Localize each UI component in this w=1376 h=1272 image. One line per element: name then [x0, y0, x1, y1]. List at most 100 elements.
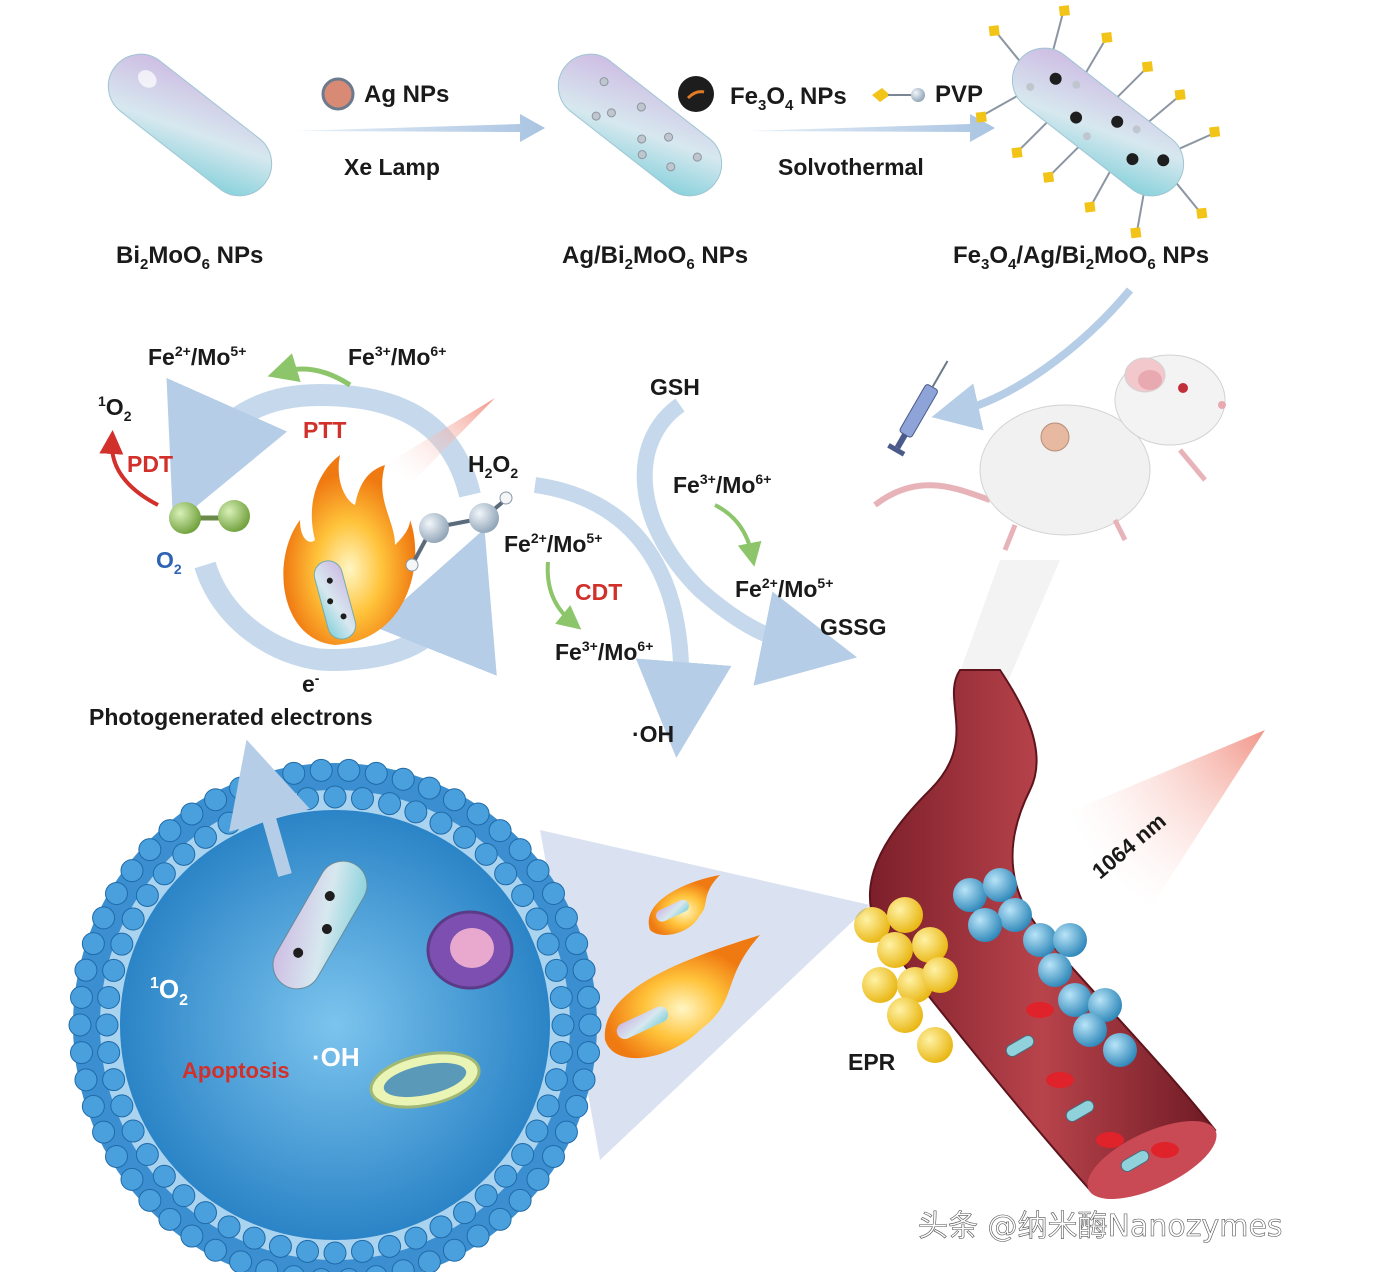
mouse-illustration: [873, 354, 1226, 551]
flaming-nanorod-1: [648, 875, 720, 935]
bimoo6-nanorod: [107, 53, 273, 197]
lipid-head: [350, 1239, 374, 1263]
lipid-head: [152, 1164, 176, 1188]
nucleus: [426, 910, 514, 990]
o2-label: O2: [156, 547, 182, 577]
electron-up-arrow: [229, 739, 310, 877]
photogenerated-electrons-label: Photogenerated electrons: [89, 704, 373, 730]
lipid-head: [365, 1265, 387, 1272]
lipid-head: [97, 1040, 121, 1064]
lipid-head: [81, 932, 105, 956]
lipid-head: [488, 1207, 512, 1231]
lipid-head: [217, 811, 241, 835]
lipid-head: [229, 776, 253, 800]
lipid-head: [138, 838, 162, 862]
lipid-head: [536, 932, 560, 956]
tumor-cell: 1O2 ·OH Apoptosis: [68, 739, 870, 1272]
nanoparticles-in-vessel: [1005, 1035, 1150, 1172]
lipid-head: [217, 1215, 241, 1239]
lipid-head: [417, 1250, 441, 1272]
lipid-head: [466, 802, 490, 826]
lipid-head: [554, 1120, 578, 1144]
lipid-head: [508, 1188, 532, 1212]
ag-bimoo6-label: Ag/Bi2MoO6 NPs: [562, 242, 748, 273]
synthesis-row: Ag NPs Xe Lamp Fe3O4 NPs PVP Solvotherma…: [107, 5, 1221, 273]
pvp-label: PVP: [935, 81, 983, 108]
cell-nanorod: [272, 860, 368, 990]
lipid-head: [92, 1120, 116, 1144]
lipid-head: [526, 1167, 550, 1191]
cell-singlet-oxygen: 1O2: [150, 974, 188, 1009]
lipid-head: [429, 1215, 453, 1239]
lipid-head: [378, 1234, 402, 1258]
nir-beam-small: [360, 398, 495, 510]
lipid-head: [74, 958, 98, 982]
red-blood-cells: [1026, 1002, 1179, 1158]
lipid-head: [404, 1226, 428, 1250]
lipid-head: [337, 758, 361, 782]
lipid-head: [121, 907, 145, 931]
lipid-head: [282, 761, 306, 785]
lipid-head: [68, 1013, 92, 1037]
electron-label: e-: [302, 670, 320, 697]
ag-np-icon: [321, 77, 355, 111]
gssg-label: GSSG: [820, 614, 886, 640]
injection-arrow: [931, 287, 1134, 431]
fe3o4-ag-bimoo6-nanorod: [975, 5, 1221, 239]
lipid-head: [565, 1094, 589, 1118]
lipid-head: [102, 1068, 126, 1092]
lipid-head: [577, 985, 601, 1009]
lipid-heads: [68, 758, 602, 1272]
lipid-head: [229, 1250, 253, 1272]
lipid-head: [453, 1201, 477, 1225]
lipid-head: [391, 767, 415, 791]
fe2-mo5-mid: Fe2+/Mo5+: [504, 530, 602, 557]
lipid-head: [105, 882, 129, 906]
lipid-head: [152, 862, 176, 886]
oxygen-molecule: [169, 500, 250, 534]
lipid-head: [296, 1239, 320, 1263]
lipid-head: [81, 1094, 105, 1118]
lipid-head: [453, 825, 477, 849]
fe2-mo5-top: Fe2+/Mo5+: [148, 343, 246, 370]
lipid-head: [110, 1094, 134, 1118]
lipid-head: [120, 1167, 144, 1191]
lipid-head: [283, 1265, 305, 1272]
flaming-nanorod-2: [604, 935, 760, 1059]
watermark: 头条 @纳米酶Nanozymes: [918, 1209, 1283, 1244]
lipid-head: [442, 788, 466, 812]
lipid-head: [204, 788, 228, 812]
ag-bimoo6-nanorod: [557, 53, 723, 197]
lipid-head: [378, 792, 402, 816]
synthesis-arrow-2: [745, 114, 995, 142]
lipid-head: [135, 1143, 159, 1167]
lipid-head: [296, 787, 320, 811]
lipid-head: [572, 958, 596, 982]
lipid-head: [536, 1094, 560, 1118]
lipid-head: [350, 787, 374, 811]
nir-beam-1064: [1050, 730, 1265, 940]
oh-radical-label: ·OH: [632, 721, 674, 747]
lipid-head: [572, 1068, 596, 1092]
lipid-head: [508, 838, 532, 862]
lipid-head: [193, 825, 217, 849]
lipid-head: [340, 1268, 358, 1272]
epr-label: EPR: [848, 1049, 896, 1075]
lipid-head: [526, 859, 550, 883]
lipid-head: [312, 1268, 330, 1272]
lipid-head: [494, 862, 518, 886]
gsh-to-gssg-arrow: [636, 398, 858, 686]
cycle-arrow-bottom: [194, 528, 497, 676]
ag-nps-label: Ag NPs: [364, 81, 449, 108]
zoom-cone-mouse: [950, 560, 1060, 700]
lipid-head: [429, 811, 453, 835]
lipid-head: [102, 958, 126, 982]
lipid-head: [180, 1224, 204, 1248]
fe3o4-nps-label: Fe3O4 NPs: [730, 83, 847, 114]
lipid-head: [193, 1201, 217, 1225]
pvp-icon: [872, 88, 925, 102]
lipid-head: [172, 842, 196, 866]
lipid-head: [255, 1259, 279, 1272]
green-arrow-gsh: [714, 503, 762, 567]
